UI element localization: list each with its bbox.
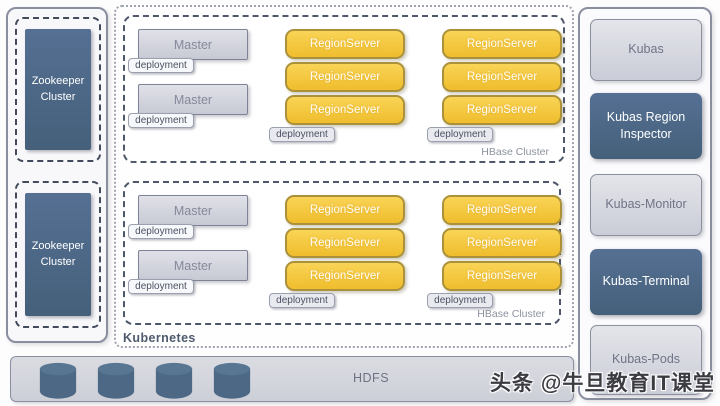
deployment-label: deployment (128, 279, 194, 294)
database-icon (153, 360, 195, 401)
kubernetes-region: Master deployment Master deployment Regi… (114, 5, 574, 348)
hdfs-label: HDFS (353, 371, 390, 385)
kubas-box: Kubas (590, 19, 702, 81)
kubas-panel: Kubas Kubas Region Inspector Kubas-Monit… (578, 7, 712, 400)
watermark-text: 头条 @牛旦教育IT课堂 (490, 372, 715, 395)
regionserver-group: RegionServer RegionServer RegionServer (442, 195, 562, 294)
regionserver-box: RegionServer (442, 62, 562, 92)
zookeeper-group-2: Zookeeper Cluster (15, 181, 101, 328)
database-icon (95, 360, 137, 401)
master-box: Master (138, 84, 248, 115)
zookeeper-panel: Zookeeper Cluster Zookeeper Cluster (6, 7, 108, 343)
regionserver-box: RegionServer (442, 195, 562, 225)
kubas-terminal-box: Kubas-Terminal (590, 249, 702, 315)
hdfs-bar: HDFS (10, 356, 574, 402)
regionserver-box: RegionServer (442, 95, 562, 125)
hbase-cluster-2: Master deployment Master deployment Regi… (123, 181, 562, 325)
hbase-cluster-label: HBase Cluster (481, 146, 549, 158)
zookeeper-cluster-box: Zookeeper Cluster (25, 29, 91, 150)
deployment-label: deployment (269, 293, 335, 308)
master-box: Master (138, 29, 248, 60)
regionserver-box: RegionServer (285, 195, 405, 225)
deployment-label: deployment (427, 127, 493, 142)
zookeeper-group-1: Zookeeper Cluster (15, 17, 101, 162)
regionserver-box: RegionServer (285, 261, 405, 291)
deployment-label: deployment (128, 58, 194, 73)
regionserver-box: RegionServer (285, 228, 405, 258)
kubernetes-label: Kubernetes (123, 331, 196, 345)
regionserver-box: RegionServer (285, 62, 405, 92)
kubas-pods-box: Kubas-Pods (590, 325, 702, 395)
regionserver-group: RegionServer RegionServer RegionServer (442, 29, 562, 128)
master-box: Master (138, 250, 248, 281)
regionserver-group: RegionServer RegionServer RegionServer (285, 29, 405, 128)
deployment-label: deployment (128, 113, 194, 128)
hbase-cluster-1: Master deployment Master deployment Regi… (123, 15, 565, 163)
regionserver-group: RegionServer RegionServer RegionServer (285, 195, 405, 294)
regionserver-box: RegionServer (285, 29, 405, 59)
master-box: Master (138, 195, 248, 226)
zookeeper-cluster-box: Zookeeper Cluster (25, 193, 91, 316)
regionserver-box: RegionServer (285, 95, 405, 125)
regionserver-box: RegionServer (442, 261, 562, 291)
deployment-label: deployment (427, 293, 493, 308)
database-icon (37, 360, 79, 401)
deployment-label: deployment (128, 224, 194, 239)
regionserver-box: RegionServer (442, 29, 562, 59)
database-icon (211, 360, 253, 401)
kubas-region-inspector-box: Kubas Region Inspector (590, 93, 702, 159)
regionserver-box: RegionServer (442, 228, 562, 258)
hbase-cluster-label: HBase Cluster (477, 308, 545, 320)
deployment-label: deployment (269, 127, 335, 142)
kubas-monitor-box: Kubas-Monitor (590, 174, 702, 236)
